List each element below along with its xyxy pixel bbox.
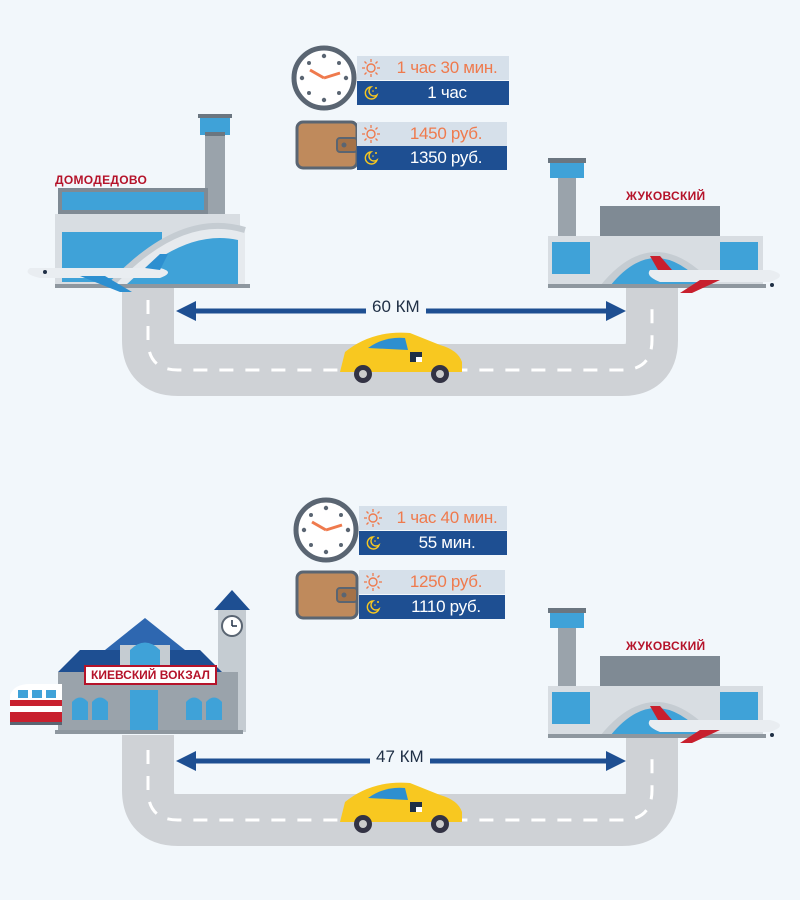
time-day-row: 1 час 40 мин. (359, 505, 507, 530)
destination-sign: ЖУКОВСКИЙ (626, 639, 706, 653)
time-day-row: 1 час 30 мин. (357, 55, 509, 80)
sun-icon (357, 121, 385, 146)
distance-label: 47 КМ (370, 747, 430, 767)
moon-stars-icon (357, 145, 385, 170)
price-day-value: 1450 руб. (385, 121, 507, 146)
sun-icon (357, 55, 385, 80)
moon-stars-icon (359, 530, 387, 555)
origin-sign: КИЕВСКИЙ ВОКЗАЛ (84, 665, 217, 685)
price-night-row: 1110 руб. (359, 594, 505, 619)
origin-sign: ДОМОДЕДОВО (55, 173, 148, 187)
price-day-row: 1250 руб. (359, 569, 505, 594)
zhukovsky-airport (548, 158, 766, 288)
plane-right (648, 706, 780, 743)
destination-sign: ЖУКОВСКИЙ (626, 189, 706, 203)
wallet-icon (295, 570, 359, 620)
distance-label: 60 КМ (366, 297, 426, 317)
route-panel-2: 1 час 40 мин. 55 мин. 1250 руб. 1110 руб… (0, 450, 800, 900)
route-panel-1: 1 час 30 мин. 1 час 1450 руб. 1350 руб. … (27, 45, 780, 396)
clock-icon (291, 45, 357, 111)
sun-icon (359, 569, 387, 594)
plane-right (648, 256, 780, 293)
zhukovsky-airport (548, 608, 766, 738)
sun-icon (359, 505, 387, 530)
taxi-icon (340, 332, 462, 383)
kiev-station (55, 590, 250, 734)
route-scene-2 (10, 497, 780, 846)
moon-stars-icon (357, 80, 385, 105)
price-night-value: 1350 руб. (385, 145, 507, 170)
price-night-row: 1350 руб. (357, 145, 507, 170)
train-icon (10, 684, 62, 725)
price-night-value: 1110 руб. (387, 594, 505, 619)
time-day-value: 1 час 30 мин. (385, 55, 509, 80)
time-night-row: 55 мин. (359, 530, 507, 555)
moon-stars-icon (359, 594, 387, 619)
wallet-icon (295, 120, 359, 170)
taxi-icon (340, 782, 462, 833)
time-day-value: 1 час 40 мин. (387, 505, 507, 530)
price-day-value: 1250 руб. (387, 569, 505, 594)
plane-left (27, 254, 168, 292)
clock-icon (293, 497, 359, 563)
time-night-value: 55 мин. (387, 530, 507, 555)
price-day-row: 1450 руб. (357, 121, 507, 146)
time-night-row: 1 час (357, 80, 509, 105)
route-scene-1 (27, 45, 780, 396)
time-night-value: 1 час (385, 80, 509, 105)
